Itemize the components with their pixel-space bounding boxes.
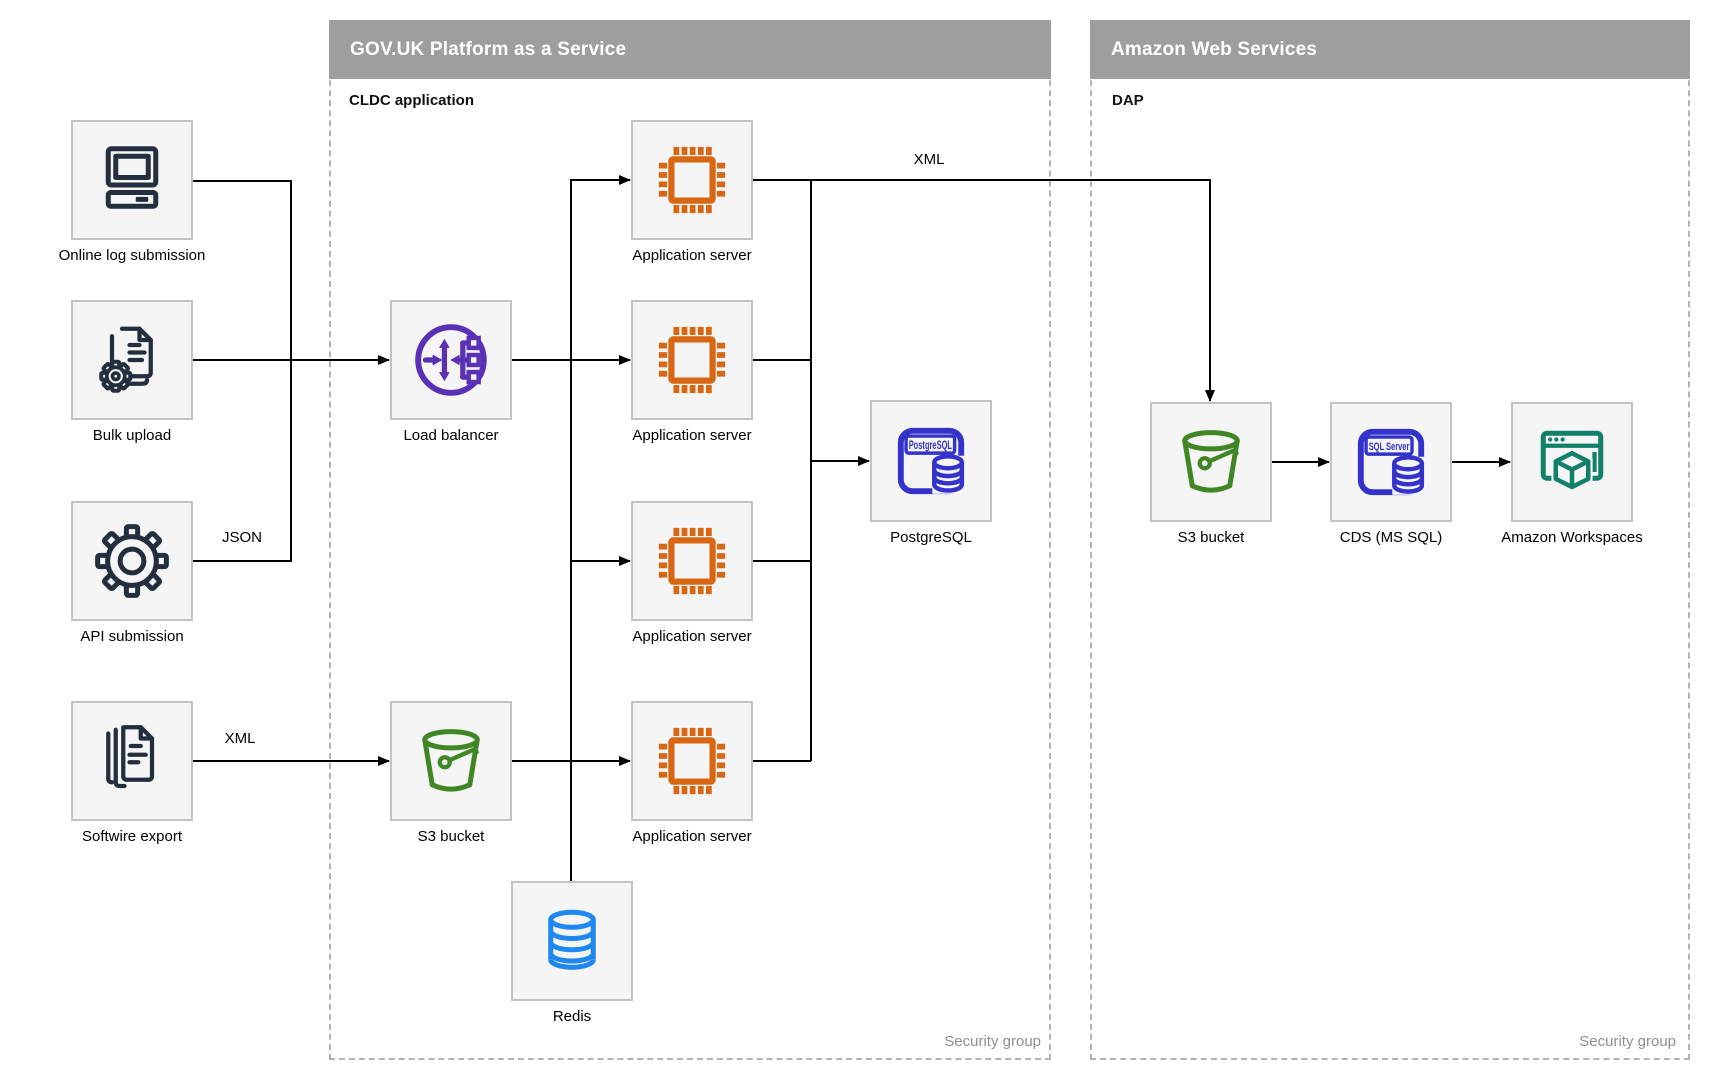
node-application-server-4 [631, 701, 753, 821]
node-s3-bucket-paas [390, 701, 512, 821]
paas-group-title: GOV.UK Platform as a Service [350, 38, 627, 60]
chip-icon [658, 146, 726, 214]
desktop-computer-icon [105, 146, 159, 209]
browser-cube-icon [1540, 430, 1604, 492]
node-label-s3-bucket-aws: S3 bucket [1177, 529, 1245, 546]
node-label-cds-ms-sql: CDS (MS SQL) [1339, 529, 1443, 546]
edge-onlinelog-api-merge [193, 180, 292, 562]
node-label-redis: Redis [552, 1008, 592, 1025]
postgresql-icon-text: PostgreSQL [909, 438, 952, 452]
database-icon [548, 909, 596, 970]
node-label-bulk-upload: Bulk upload [92, 427, 172, 444]
node-online-log-submission [71, 120, 193, 240]
chip-icon [658, 727, 726, 795]
bucket-icon [422, 729, 480, 792]
postgresql-icon: PostgreSQL [897, 427, 967, 495]
chip-icon [658, 527, 726, 595]
node-bulk-upload [71, 300, 193, 420]
node-postgresql: PostgreSQL [870, 400, 992, 522]
edge-label-xml-softwire: XML [224, 730, 256, 747]
paas-group-header: GOV.UK Platform as a Service [329, 20, 1051, 79]
gear-icon [95, 524, 169, 598]
document-gear-icon [99, 326, 153, 393]
chip-icon [658, 326, 726, 394]
aws-group-header: Amazon Web Services [1090, 20, 1690, 79]
aws-subtitle: DAP [1112, 92, 1144, 109]
sql-server-icon-text: SQL Server [1369, 441, 1410, 453]
node-label-online-log-submission: Online log submission [58, 247, 206, 264]
node-label-application-server-4: Application server [632, 828, 752, 845]
sql-server-icon: SQL Server [1357, 428, 1427, 496]
node-label-load-balancer: Load balancer [403, 427, 499, 444]
node-application-server-3 [631, 501, 753, 621]
node-application-server-1 [631, 120, 753, 240]
edge-xml-to-aws-s3 [753, 179, 1215, 402]
aws-group-title: Amazon Web Services [1111, 38, 1318, 60]
node-label-api-submission: API submission [80, 628, 184, 645]
edge-distributor-to-app1-and-redis [570, 175, 631, 881]
edge-label-xml-top: XML [913, 151, 945, 168]
node-label-application-server-3: Application server [632, 628, 752, 645]
node-cds-ms-sql: SQL Server [1330, 402, 1452, 522]
node-label-application-server-1: Application server [632, 247, 752, 264]
node-redis [511, 881, 633, 1001]
node-label-softwire-export: Softwire export [81, 828, 183, 845]
node-label-application-server-2: Application server [632, 427, 752, 444]
node-label-amazon-workspaces: Amazon Workspaces [1501, 529, 1643, 546]
node-label-s3-bucket-paas: S3 bucket [417, 828, 485, 845]
node-application-server-2 [631, 300, 753, 420]
bucket-icon [1182, 430, 1240, 493]
node-amazon-workspaces [1511, 402, 1633, 522]
node-s3-bucket-aws [1150, 402, 1272, 522]
edge-label-json: JSON [221, 529, 262, 546]
paas-security-group-label: Security group [944, 1033, 1041, 1050]
node-api-submission [71, 501, 193, 621]
node-load-balancer [390, 300, 512, 420]
node-label-postgresql: PostgreSQL [890, 529, 972, 546]
aws-security-group-label: Security group [1579, 1033, 1676, 1050]
paas-subtitle: CLDC application [349, 92, 475, 109]
node-softwire-export [71, 701, 193, 821]
documents-stack-icon [106, 725, 155, 789]
load-balancer-icon [415, 324, 487, 396]
